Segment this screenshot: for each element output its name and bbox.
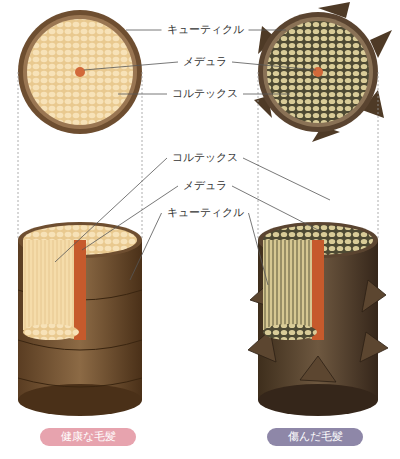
part-label: メデュラ <box>182 179 228 193</box>
part-label: コルテックス <box>171 151 239 165</box>
caption-pill: 傷んだ毛髪 <box>267 428 363 446</box>
leader-line <box>243 158 330 200</box>
leader-line <box>232 62 316 70</box>
leader-line <box>243 94 290 95</box>
part-label: コルテックス <box>171 87 239 101</box>
leader-line <box>82 186 178 250</box>
leader-line <box>249 30 287 31</box>
leader-line <box>249 213 269 285</box>
caption-text: 傷んだ毛髪 <box>267 428 363 446</box>
part-label: メデュラ <box>182 55 228 69</box>
leader-line <box>232 186 322 232</box>
caption-text: 健康な毛髪 <box>40 428 136 446</box>
leader-line <box>84 62 178 70</box>
leader-line <box>118 94 167 95</box>
leader-line <box>126 30 162 31</box>
part-label: キューティクル <box>166 206 245 220</box>
leader-line <box>130 213 162 280</box>
caption-pill: 健康な毛髪 <box>40 428 136 446</box>
part-label: キューティクル <box>166 23 245 37</box>
leader-line <box>55 158 167 262</box>
